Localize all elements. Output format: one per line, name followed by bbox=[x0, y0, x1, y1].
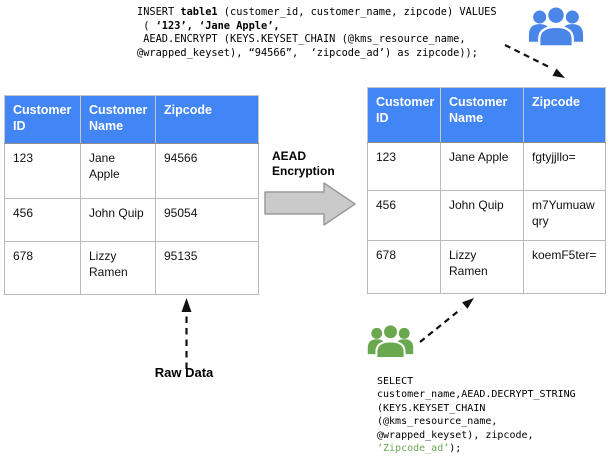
table-row: 678 Lizzy Ramen 95135 bbox=[4, 241, 259, 295]
table-cell: Lizzy Ramen bbox=[440, 240, 524, 294]
column-header: Customer ID bbox=[367, 87, 441, 143]
users-group-icon-green bbox=[367, 323, 414, 359]
table-cell: 123 bbox=[4, 143, 81, 199]
insert-line-4: @wrapped_keyset), “94566”, ‘zipcode_ad’)… bbox=[137, 46, 478, 59]
raw-data-label: Raw Data bbox=[154, 365, 214, 380]
select-line-3: (KEYS.KEYSET_CHAIN bbox=[377, 402, 486, 414]
select-line-6: ‘Zipcode_ad’); bbox=[377, 443, 462, 455]
green-string-literal: ‘Zipcode_ad’ bbox=[377, 443, 450, 455]
table-cell: 678 bbox=[4, 241, 81, 295]
insert-line-2: ( ‘123’, ‘Jane Apple’, bbox=[137, 19, 280, 32]
table-row: 123 Jane Apple fgtyjjllo= bbox=[367, 142, 606, 191]
table-header-row: Customer ID Customer Name Zipcode bbox=[367, 87, 606, 143]
block-arrow-right-icon bbox=[264, 182, 356, 226]
table-header-row: Customer ID Customer Name Zipcode bbox=[4, 95, 259, 144]
insert-line-3: AEAD.ENCRYPT (KEYS.KEYSET_CHAIN (@kms_re… bbox=[137, 33, 466, 46]
aead-encryption-label: AEAD Encryption bbox=[272, 149, 335, 178]
table-row: 456 John Quip m7Yumuawqry bbox=[367, 190, 606, 241]
table-row: 678 Lizzy Ramen koemF5ter= bbox=[367, 240, 606, 294]
column-header: Zipcode bbox=[523, 87, 606, 143]
users-group-icon-blue bbox=[528, 5, 584, 47]
table-cell: fgtyjjllo= bbox=[523, 142, 606, 191]
table-cell: John Quip bbox=[440, 190, 524, 241]
table-cell: 95135 bbox=[155, 241, 259, 295]
column-header: Zipcode bbox=[155, 95, 259, 144]
column-header: Customer Name bbox=[440, 87, 524, 143]
table-cell: Jane Apple bbox=[80, 143, 156, 199]
select-line-4: (@kms_resource_name, bbox=[377, 416, 498, 428]
table-cell: 95054 bbox=[155, 198, 259, 242]
select-line-1: SELECT bbox=[377, 376, 414, 387]
select-line-2: customer_name,AEAD.DECRYPT_STRING bbox=[377, 389, 576, 401]
table-cell: John Quip bbox=[80, 198, 156, 242]
dashed-arrow-insert-to-table bbox=[504, 44, 565, 78]
column-header: Customer ID bbox=[4, 95, 81, 144]
select-sql-code: SELECT customer_name,AEAD.DECRYPT_STRING… bbox=[377, 375, 576, 455]
table-cell: 94566 bbox=[155, 143, 259, 199]
table-row: 456 John Quip 95054 bbox=[4, 198, 259, 242]
insert-sql-code: INSERT table1 (customer_id, customer_nam… bbox=[137, 6, 497, 60]
table-cell: Jane Apple bbox=[440, 142, 524, 191]
table-cell: m7Yumuawqry bbox=[523, 190, 606, 241]
table-cell: koemF5ter= bbox=[523, 240, 606, 294]
raw-data-table: Customer ID Customer Name Zipcode 123 Ja… bbox=[4, 95, 259, 295]
dashed-arrow-rawdata-to-table bbox=[181, 298, 192, 369]
insert-line-1: INSERT table1 (customer_id, customer_nam… bbox=[137, 6, 497, 18]
column-header: Customer Name bbox=[80, 95, 156, 144]
table-row: 123 Jane Apple 94566 bbox=[4, 143, 259, 199]
table-cell: Lizzy Ramen bbox=[80, 241, 156, 295]
encrypted-data-table: Customer ID Customer Name Zipcode 123 Ja… bbox=[367, 87, 606, 294]
dashed-arrow-select-to-table bbox=[419, 298, 474, 343]
table-cell: 456 bbox=[4, 198, 81, 242]
select-line-5: @wrapped_keyset), zipcode, bbox=[377, 429, 534, 441]
table-cell: 123 bbox=[367, 142, 441, 191]
table-cell: 678 bbox=[367, 240, 441, 294]
table-cell: 456 bbox=[367, 190, 441, 241]
